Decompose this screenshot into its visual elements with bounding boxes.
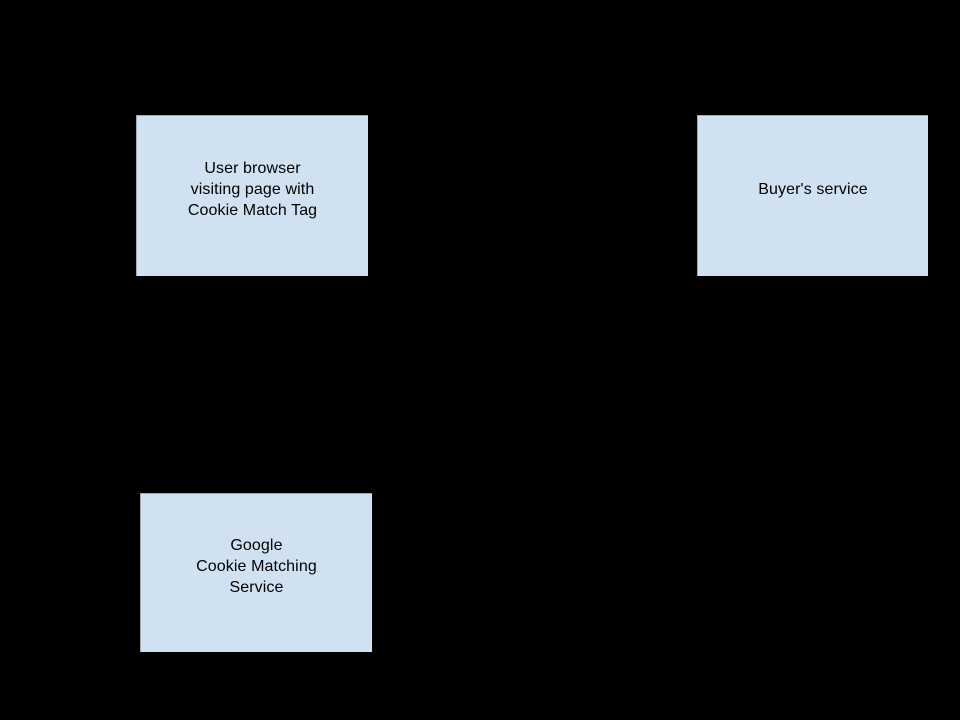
node-user-browser[interactable]: User browser visiting page with Cookie M… xyxy=(136,115,368,276)
node-buyers-service[interactable]: Buyer's service xyxy=(697,115,928,276)
node-buyers-service-label: Buyer's service xyxy=(758,180,868,198)
node-google-cookie-matching-service-label: Google Cookie Matching Service xyxy=(196,536,317,596)
node-google-cookie-matching-service[interactable]: Google Cookie Matching Service xyxy=(140,493,372,652)
node-user-browser-label: User browser visiting page with Cookie M… xyxy=(187,159,318,219)
